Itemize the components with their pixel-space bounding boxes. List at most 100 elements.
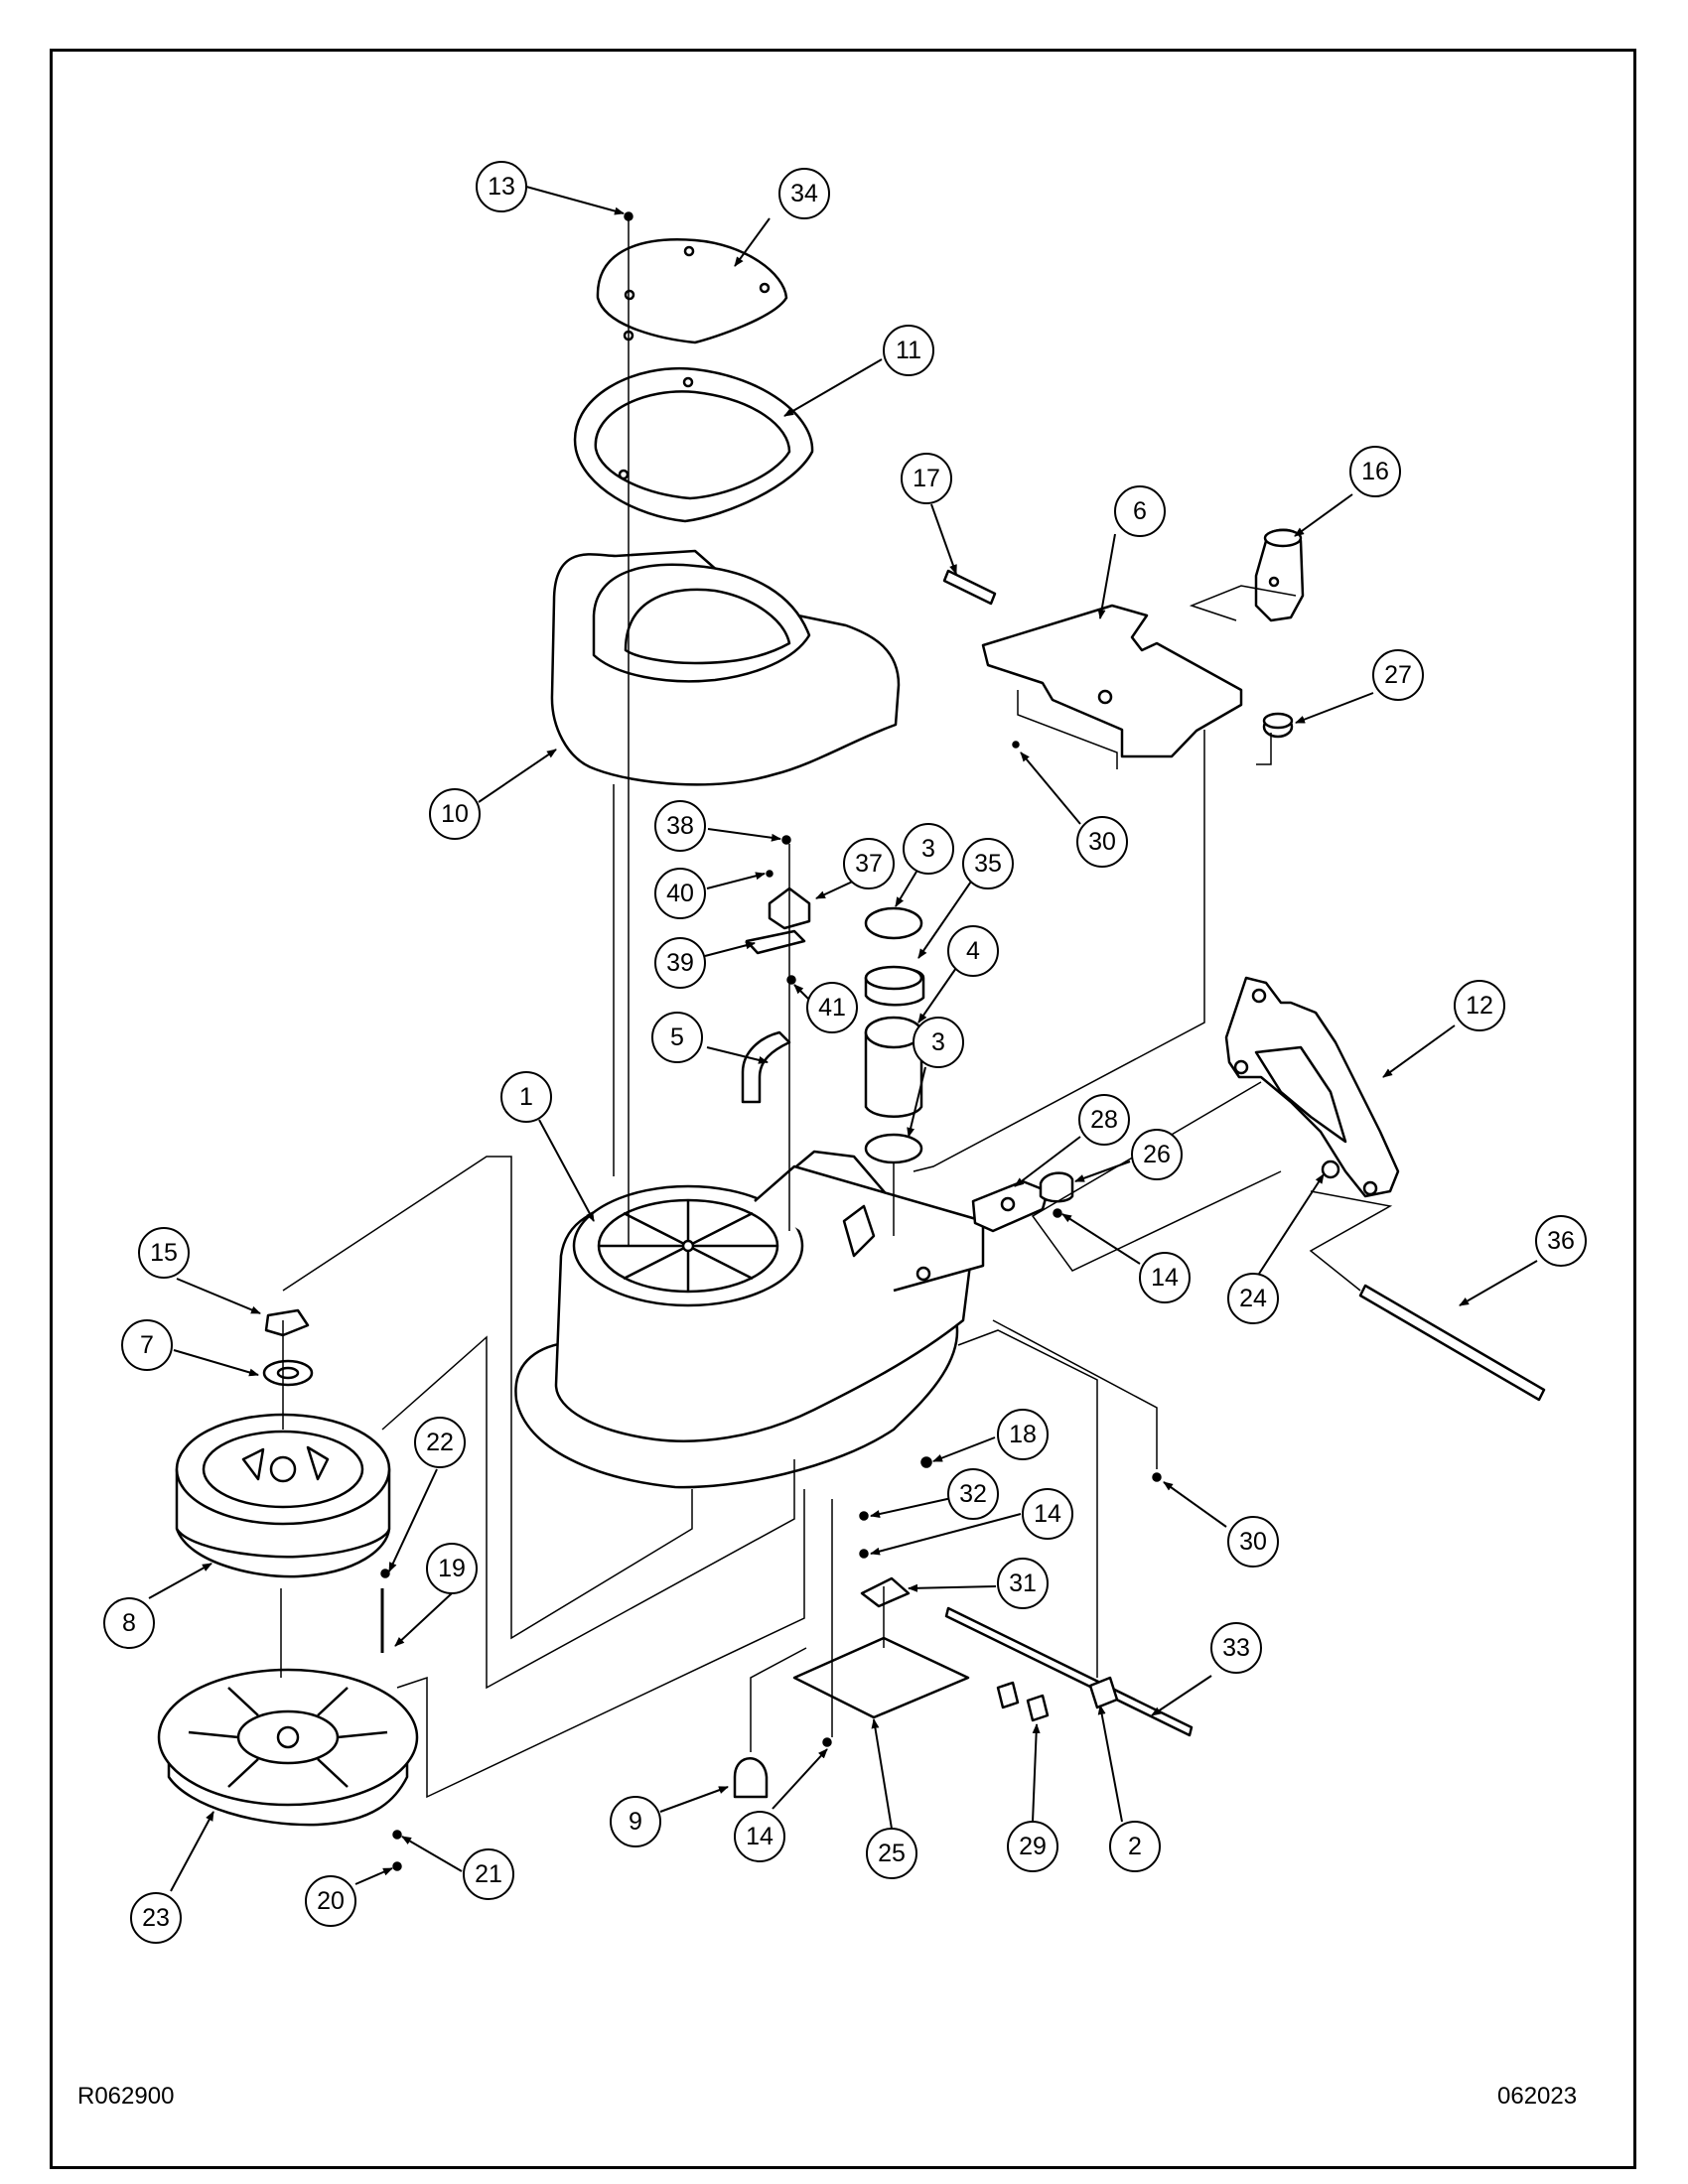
callout-13: 13 bbox=[476, 161, 527, 212]
callout-21: 21 bbox=[463, 1848, 514, 1900]
svg-text:7: 7 bbox=[140, 1331, 154, 1359]
svg-text:37: 37 bbox=[855, 850, 883, 878]
leader-26 bbox=[1074, 1160, 1131, 1182]
svg-text:10: 10 bbox=[441, 800, 469, 828]
svg-text:5: 5 bbox=[670, 1024, 684, 1051]
callout-37: 37 bbox=[843, 838, 895, 889]
part-capacitor bbox=[864, 1016, 923, 1118]
part-screw-14b bbox=[859, 1549, 869, 1559]
ref-line-23 bbox=[396, 1489, 805, 1799]
callout-5: 5 bbox=[651, 1012, 703, 1063]
part-screw-30b bbox=[1152, 1472, 1162, 1482]
ref-line-2 bbox=[957, 1329, 1098, 1678]
callout-20: 20 bbox=[305, 1875, 356, 1927]
leader-28 bbox=[1014, 1136, 1081, 1187]
part-screw-40 bbox=[766, 870, 774, 878]
leader-20 bbox=[354, 1867, 393, 1885]
callout-6: 6 bbox=[1114, 485, 1166, 537]
svg-text:34: 34 bbox=[790, 180, 818, 207]
svg-text:19: 19 bbox=[438, 1555, 466, 1582]
svg-text:23: 23 bbox=[142, 1904, 170, 1932]
leader-30a bbox=[1020, 751, 1081, 825]
leader-14b bbox=[870, 1513, 1022, 1556]
svg-text:3: 3 bbox=[931, 1028, 945, 1056]
leader-38 bbox=[707, 828, 781, 842]
leader-35 bbox=[917, 878, 974, 959]
svg-text:9: 9 bbox=[629, 1808, 642, 1836]
callout-19: 19 bbox=[426, 1543, 478, 1594]
part-upper-shroud bbox=[550, 549, 901, 786]
svg-text:2: 2 bbox=[1128, 1833, 1142, 1860]
callout-28: 28 bbox=[1078, 1094, 1130, 1146]
part-screw-30a bbox=[1012, 741, 1020, 749]
leader-12 bbox=[1382, 1024, 1456, 1078]
part-strain-relief bbox=[1088, 1676, 1119, 1709]
svg-text:38: 38 bbox=[666, 812, 694, 840]
leader-34 bbox=[734, 217, 771, 267]
leader-36 bbox=[1459, 1260, 1538, 1306]
part-screw-22 bbox=[380, 1569, 390, 1578]
svg-text:13: 13 bbox=[488, 173, 515, 201]
svg-text:24: 24 bbox=[1239, 1285, 1267, 1312]
part-knob bbox=[1262, 712, 1294, 739]
leader-17 bbox=[930, 503, 957, 575]
svg-text:16: 16 bbox=[1361, 458, 1389, 485]
svg-text:17: 17 bbox=[913, 465, 940, 492]
leader-15 bbox=[176, 1278, 261, 1314]
leader-21 bbox=[401, 1836, 463, 1872]
part-label bbox=[860, 1576, 911, 1608]
leader-7 bbox=[173, 1349, 259, 1377]
part-handle-yoke bbox=[1224, 976, 1400, 1198]
leader-11 bbox=[783, 358, 883, 417]
leader-16 bbox=[1294, 493, 1353, 537]
svg-text:32: 32 bbox=[959, 1480, 987, 1508]
leader-6 bbox=[1097, 533, 1116, 619]
svg-text:29: 29 bbox=[1019, 1833, 1047, 1860]
svg-text:11: 11 bbox=[896, 337, 921, 364]
part-screw-38 bbox=[781, 835, 791, 845]
part-solenoid bbox=[1254, 528, 1305, 622]
part-screw-14c bbox=[822, 1737, 832, 1747]
svg-text:27: 27 bbox=[1384, 661, 1412, 689]
callout-14-panel: 14 bbox=[734, 1811, 785, 1862]
callout-34: 34 bbox=[778, 168, 830, 219]
callout-14-switch: 14 bbox=[1139, 1252, 1191, 1303]
svg-text:25: 25 bbox=[878, 1840, 906, 1867]
callout-41: 41 bbox=[806, 982, 858, 1033]
svg-text:15: 15 bbox=[150, 1239, 178, 1267]
callout-7: 7 bbox=[121, 1319, 173, 1371]
part-switch-plate bbox=[971, 1179, 1050, 1233]
leader-4 bbox=[917, 967, 957, 1024]
part-bearing bbox=[262, 1359, 314, 1387]
leader-13 bbox=[525, 186, 625, 215]
ref-line-27 bbox=[1256, 733, 1272, 765]
part-nut-41 bbox=[786, 975, 796, 985]
part-disc-lower bbox=[864, 1133, 923, 1164]
part-main-housing bbox=[514, 1150, 985, 1489]
svg-text:28: 28 bbox=[1090, 1106, 1118, 1134]
callout-4: 4 bbox=[947, 925, 999, 977]
svg-text:20: 20 bbox=[317, 1887, 345, 1915]
callout-17: 17 bbox=[901, 453, 952, 504]
leader-31 bbox=[908, 1583, 997, 1592]
callout-24: 24 bbox=[1227, 1273, 1279, 1324]
ref-line-9 bbox=[750, 1647, 807, 1752]
callout-1: 1 bbox=[500, 1071, 552, 1123]
part-power-cord-strip bbox=[944, 1606, 1194, 1737]
callout-23: 23 bbox=[130, 1892, 182, 1944]
part-mount bbox=[864, 965, 925, 1007]
callout-39: 39 bbox=[654, 937, 706, 989]
svg-text:35: 35 bbox=[974, 850, 1002, 878]
revision-code: 062023 bbox=[1497, 2083, 1578, 2110]
svg-text:12: 12 bbox=[1466, 992, 1493, 1020]
leader-18 bbox=[932, 1436, 996, 1462]
leader-40 bbox=[706, 872, 766, 889]
part-pin bbox=[942, 569, 997, 606]
svg-text:4: 4 bbox=[966, 937, 980, 965]
callout-25: 25 bbox=[866, 1828, 917, 1879]
part-screw-14a bbox=[1053, 1208, 1062, 1218]
callout-36: 36 bbox=[1535, 1215, 1587, 1267]
part-screw-18 bbox=[920, 1456, 932, 1468]
ref-line-16 bbox=[1189, 585, 1297, 621]
